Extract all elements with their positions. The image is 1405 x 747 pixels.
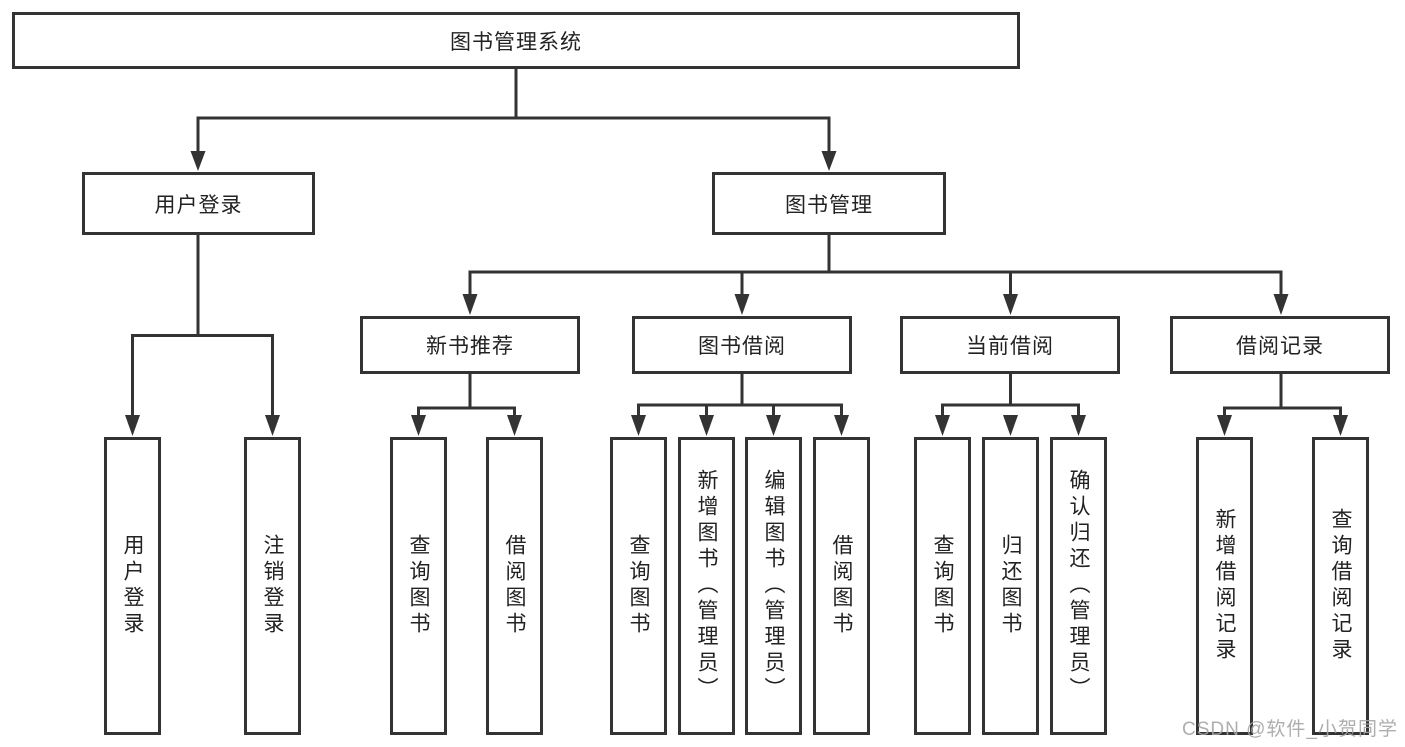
leaf-nb-borrow-books-label: 借阅图书: [503, 534, 526, 638]
leaf-nb-borrow-books: 借阅图书: [486, 437, 543, 735]
leaf-bb-query-books: 查询图书: [610, 437, 667, 735]
node-borrow-records-label: 借阅记录: [1236, 335, 1324, 358]
node-library-system: 图书管理系统: [12, 12, 1020, 69]
leaf-cb-query-books: 查询图书: [914, 437, 971, 735]
node-library-system-label: 图书管理系统: [450, 30, 582, 54]
node-current-borrow-label: 当前借阅: [966, 335, 1054, 358]
leaf-bb-add-books-admin-label: 新增图书（管理员）: [695, 469, 718, 703]
node-borrow-records: 借阅记录: [1170, 316, 1390, 374]
node-user-login: 用户登录: [82, 172, 315, 235]
leaf-bb-edit-books-admin-label: 编辑图书（管理员）: [762, 469, 785, 703]
leaf-bb-borrow-books: 借阅图书: [813, 437, 870, 735]
node-current-borrow: 当前借阅: [900, 316, 1120, 374]
node-book-borrow: 图书借阅: [632, 316, 852, 374]
leaf-cb-return-books: 归还图书: [982, 437, 1039, 735]
node-book-management: 图书管理: [712, 172, 946, 235]
csdn-watermark: CSDN @软件_小贺同学: [1182, 719, 1398, 740]
leaf-bb-borrow-books-label: 借阅图书: [830, 534, 853, 638]
leaf-bb-edit-books-admin: 编辑图书（管理员）: [745, 437, 802, 735]
leaf-cb-confirm-return-admin: 确认归还（管理员）: [1050, 437, 1107, 735]
leaf-logout-label: 注销登录: [261, 534, 284, 638]
leaf-bb-add-books-admin: 新增图书（管理员）: [678, 437, 735, 735]
leaf-user-login: 用户登录: [104, 437, 161, 735]
node-book-borrow-label: 图书借阅: [698, 335, 786, 358]
leaf-br-add-record: 新增借阅记录: [1196, 437, 1253, 735]
node-user-login-label: 用户登录: [154, 193, 243, 217]
node-new-book-recommend: 新书推荐: [360, 316, 580, 374]
leaf-br-add-record-label: 新增借阅记录: [1213, 508, 1236, 664]
leaf-cb-return-books-label: 归还图书: [999, 534, 1022, 638]
leaf-br-query-record-label: 查询借阅记录: [1329, 508, 1352, 664]
node-book-management-label: 图书管理: [785, 193, 873, 217]
leaf-bb-query-books-label: 查询图书: [627, 534, 650, 638]
leaf-cb-confirm-return-admin-label: 确认归还（管理员）: [1067, 469, 1090, 703]
leaf-br-query-record: 查询借阅记录: [1312, 437, 1369, 735]
leaf-nb-query-books: 查询图书: [390, 437, 447, 735]
leaf-cb-query-books-label: 查询图书: [931, 534, 954, 638]
leaf-logout: 注销登录: [244, 437, 301, 735]
leaf-nb-query-books-label: 查询图书: [407, 534, 430, 638]
node-new-book-recommend-label: 新书推荐: [426, 335, 514, 358]
leaf-user-login-label: 用户登录: [121, 534, 144, 638]
